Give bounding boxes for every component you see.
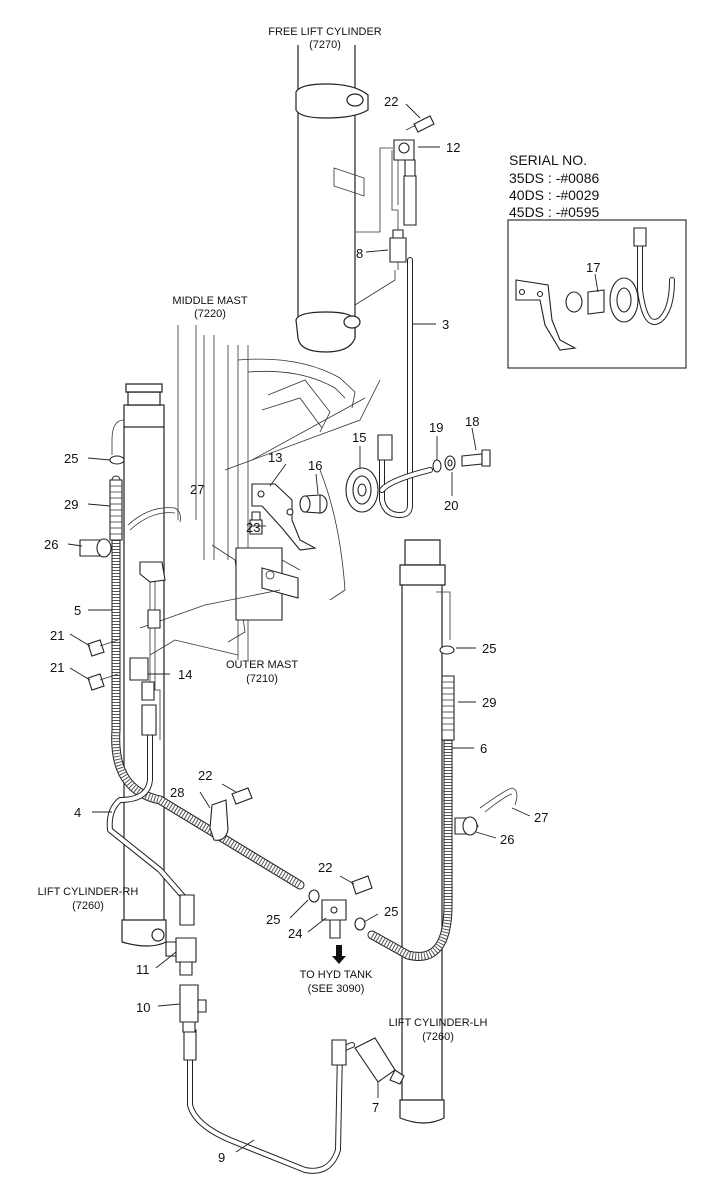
clamp-26-left xyxy=(79,538,112,558)
lift-cylinder-lh xyxy=(399,539,451,1124)
serial-line-40ds: 40DS : -#0029 xyxy=(509,187,599,203)
lift-cylinder-rh-code: (7260) xyxy=(72,900,104,912)
hose-8-line xyxy=(149,150,399,740)
rings-25-tee xyxy=(308,889,366,931)
clip-27-right xyxy=(479,787,518,813)
serial-inset xyxy=(507,219,687,369)
spacer-16 xyxy=(299,494,328,514)
callout-10: 10 xyxy=(136,1000,150,1015)
callout-25: 25 xyxy=(266,912,280,927)
lift-cylinder-rh-label: LIFT CYLINDER-RH xyxy=(38,886,139,898)
ring-25-top xyxy=(109,455,125,465)
connector-8 xyxy=(389,229,407,263)
tank-arrow xyxy=(332,945,346,964)
hose-6 xyxy=(367,675,455,961)
callout-15: 15 xyxy=(352,430,366,445)
outer-mast-code: (7210) xyxy=(246,673,278,685)
outer-mast-label: OUTER MAST xyxy=(226,659,298,671)
fitting-12 xyxy=(393,139,415,161)
callout-8: 8 xyxy=(356,246,363,261)
callout-18: 18 xyxy=(465,414,479,429)
callout-21: 21 xyxy=(50,628,64,643)
bolt-22-middle xyxy=(231,787,253,805)
see-3090-label: (SEE 3090) xyxy=(308,983,365,995)
middle-mast-code: (7220) xyxy=(194,308,226,320)
callout-21: 21 xyxy=(50,660,64,675)
middle-mast-label: MIDDLE MAST xyxy=(172,295,247,307)
tee-11 xyxy=(165,937,197,976)
callout-11: 11 xyxy=(136,962,150,977)
free-lift-cylinder-label: FREE LIFT CYLINDER xyxy=(268,26,382,38)
clip-27-top xyxy=(127,507,181,531)
bolt-18 xyxy=(461,449,491,467)
serial-line-45ds: 45DS : -#0595 xyxy=(509,204,599,220)
tee-24 xyxy=(321,899,347,939)
callout-17: 17 xyxy=(586,260,600,275)
callout-28: 28 xyxy=(170,785,184,800)
callout-20: 20 xyxy=(444,498,458,513)
callout-29: 29 xyxy=(64,497,78,512)
callout-24: 24 xyxy=(288,926,302,941)
callout-12: 12 xyxy=(446,140,460,155)
callout-22: 22 xyxy=(384,94,398,109)
callout-25: 25 xyxy=(384,904,398,919)
clip-28 xyxy=(209,799,229,841)
callout-22: 22 xyxy=(198,768,212,783)
callout-19: 19 xyxy=(429,420,443,435)
callout-22: 22 xyxy=(318,860,332,875)
callout-7: 7 xyxy=(372,1100,379,1115)
callout-4: 4 xyxy=(74,805,81,820)
leader-lines xyxy=(67,103,599,1153)
valve-10 xyxy=(179,984,207,1033)
clamp-26-right xyxy=(454,816,479,836)
bolt-22-top xyxy=(405,115,435,133)
free-lift-cylinder xyxy=(295,45,396,353)
callout-25: 25 xyxy=(64,451,78,466)
bolt-22-lower xyxy=(351,875,373,895)
free-lift-cylinder-code: (7270) xyxy=(309,39,341,51)
callout-16: 16 xyxy=(308,458,322,473)
mast-structure xyxy=(139,325,381,660)
callout-26: 26 xyxy=(44,537,58,552)
lift-cylinder-lh-code: (7260) xyxy=(422,1031,454,1043)
lift-cylinder-lh-label: LIFT CYLINDER-LH xyxy=(389,1017,488,1029)
callout-13: 13 xyxy=(268,450,282,465)
washer-19 xyxy=(432,459,442,473)
callout-14: 14 xyxy=(178,667,192,682)
callout-5: 5 xyxy=(74,603,81,618)
callout-27: 27 xyxy=(534,810,548,825)
serial-title: SERIAL NO. xyxy=(509,152,587,168)
ring-25-right xyxy=(439,645,455,655)
callout-6: 6 xyxy=(480,741,487,756)
callout-9: 9 xyxy=(218,1150,225,1165)
serial-line-35ds: 35DS : -#0086 xyxy=(509,170,599,186)
hose-5 xyxy=(109,475,305,890)
pulley-15 xyxy=(345,467,379,513)
to-hyd-tank-label: TO HYD TANK xyxy=(300,969,373,981)
callout-29: 29 xyxy=(482,695,496,710)
elbow-14 xyxy=(129,561,166,701)
bolts-21 xyxy=(87,639,119,691)
washer-20 xyxy=(444,455,456,471)
bracket-13 xyxy=(251,483,317,551)
callout-3: 3 xyxy=(442,317,449,332)
connector-7 xyxy=(354,1037,405,1085)
callout-27: 27 xyxy=(190,482,204,497)
hose-3 xyxy=(377,159,433,518)
hose-9 xyxy=(183,1029,355,1174)
callout-25: 25 xyxy=(482,641,496,656)
fitting-23 xyxy=(249,511,263,535)
callout-26: 26 xyxy=(500,832,514,847)
callout-23: 23 xyxy=(246,520,260,535)
hose-4 xyxy=(106,704,195,926)
